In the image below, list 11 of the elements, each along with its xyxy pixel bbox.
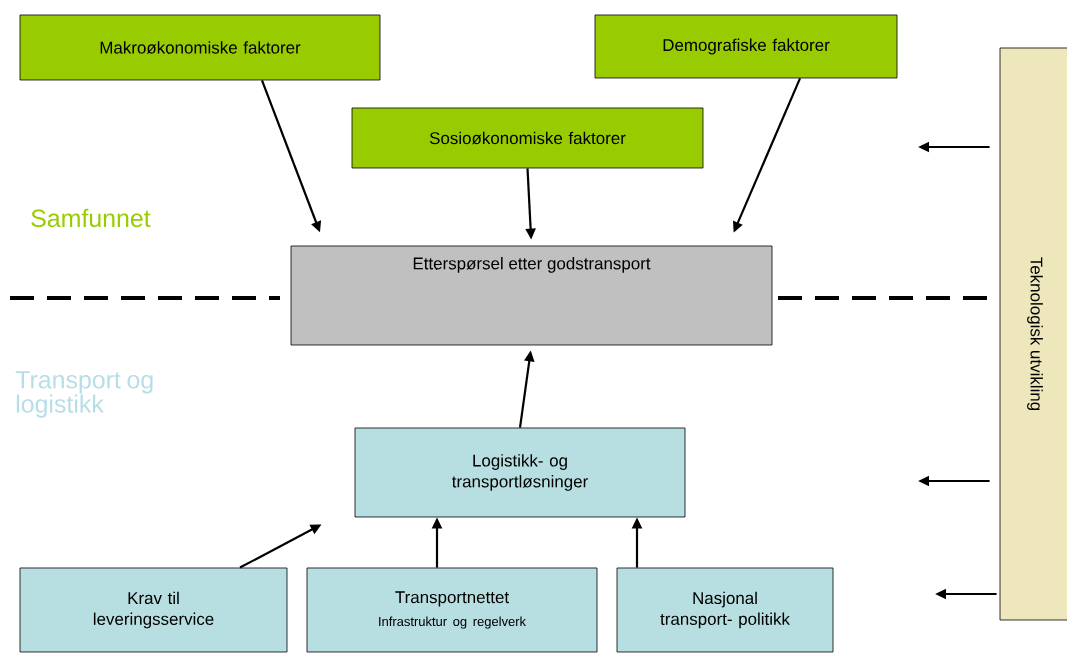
factor-box: Makroøkonomiske faktorer (19, 14, 381, 81)
factor-box: Nasjonal transport- politikk (616, 567, 834, 653)
demand-box: Etterspørsel etter godstransport (290, 245, 773, 346)
factor-box: Transportnettet Infrastruktur og regelverk (306, 567, 598, 653)
region-label: Transport og logistikk (15, 371, 153, 418)
factor-box: Sosioøkonomiske faktorer (351, 107, 704, 169)
solution-box: Logistikk- og transportløsninger (354, 427, 686, 518)
technology-bar: Teknologisk utvikling (999, 47, 1067, 621)
factor-box: Krav til leveringsservice (19, 567, 288, 653)
factor-box: Demografiske faktorer (594, 14, 898, 79)
region-label: Samfunnet (31, 208, 151, 228)
